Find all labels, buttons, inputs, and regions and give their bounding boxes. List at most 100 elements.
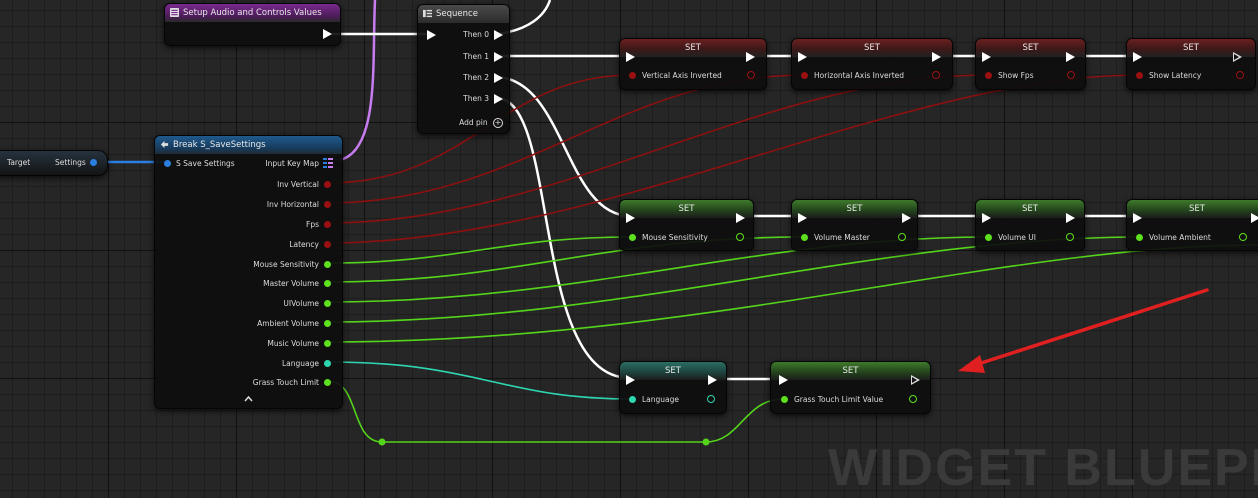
set-mouse-sensitivity-node[interactable]: SET Mouse Sensitivity [619,199,754,251]
music-volume-label: Music Volume [267,339,319,348]
set-exec-in-pin[interactable] [626,375,635,385]
set-bool-out-pin[interactable] [932,71,940,79]
set-language-node[interactable]: SET Language [619,361,727,414]
set-float-in-pin[interactable] [1136,234,1143,241]
set-language-in-pin[interactable] [629,396,636,403]
set-float-out-pin[interactable] [1066,233,1074,241]
set-show-latency-node[interactable]: SET Show Latency [1126,38,1256,90]
set-float-out-pin[interactable] [736,233,744,241]
set-exec-out-pin[interactable] [1066,52,1075,62]
set-exec-in-pin[interactable] [798,213,807,223]
sequence-node[interactable]: Sequence Then 0 Then 1 Then 2 Then 3 Add… [417,4,510,134]
set-exec-in-pin[interactable] [1133,213,1142,223]
set-title: SET [864,43,880,53]
master-volume-pin[interactable] [324,280,331,287]
map-grid-icon[interactable] [323,158,333,168]
set-float-out-pin[interactable] [898,233,906,241]
wire-inv-horizontal [327,74,806,204]
language-label: Language [281,359,319,368]
set-bool-in-pin[interactable] [985,72,992,79]
set-volume-ambient-node[interactable]: SET Volume Ambient [1126,199,1258,251]
add-pin-button[interactable]: Add pin + [459,118,503,128]
sequence-then-2-pin[interactable] [494,73,503,83]
settings-label: Settings [55,158,86,167]
sequence-then-1-pin[interactable] [494,52,503,62]
set-exec-in-pin[interactable] [779,375,788,385]
set-node-header[interactable]: SET [1127,200,1258,218]
sequence-then-0-pin[interactable] [494,30,503,40]
inv-vertical-pin[interactable] [324,181,331,188]
settings-out-pin[interactable] [90,159,97,166]
set-exec-in-pin[interactable] [798,52,807,62]
set-grass-touch-in-pin[interactable] [781,396,788,403]
grass-touch-limit-pin[interactable] [324,379,331,386]
set-bool-in-pin[interactable] [801,72,808,79]
set-exec-out-pin[interactable] [746,52,755,62]
set-node-header[interactable]: SET [1127,39,1255,57]
set-exec-out-pin[interactable] [902,213,911,223]
set-vertical-axis-inverted-node[interactable]: SET Vertical Axis Inverted [619,38,767,90]
set-exec-in-pin[interactable] [626,52,635,62]
set-exec-in-pin[interactable] [982,213,991,223]
set-exec-out-pin[interactable] [708,375,717,385]
latency-label: Latency [289,240,319,249]
set-grass-touch-out-pin[interactable] [909,395,917,403]
inv-horizontal-pin[interactable] [324,201,331,208]
ambient-volume-pin[interactable] [324,320,331,327]
latency-pin[interactable] [324,241,331,248]
set-node-header[interactable]: SET [792,39,952,57]
set-horizontal-axis-inverted-node[interactable]: SET Horizontal Axis Inverted [791,38,953,90]
sequence-exec-in-pin[interactable] [427,30,436,40]
settings-getter-node[interactable]: Target Settings [0,150,108,176]
set-bool-out-pin[interactable] [747,71,755,79]
reroute-node-right [702,438,710,446]
wire-mouse-sensitivity [327,236,633,264]
set-node-header[interactable]: SET [620,362,726,380]
set-show-fps-node[interactable]: SET Show Fps [975,38,1086,90]
add-pin-icon: + [493,118,503,128]
set-float-in-pin[interactable] [801,234,808,241]
set-node-header[interactable]: SET [620,200,753,218]
fps-pin[interactable] [324,221,331,228]
language-pin[interactable] [324,360,331,367]
set-float-out-pin[interactable] [1239,233,1247,241]
setup-audio-node[interactable]: Setup Audio and Controls Values [164,3,341,46]
ui-volume-pin[interactable] [324,300,331,307]
set-float-in-pin[interactable] [985,234,992,241]
set-float-in-pin[interactable] [629,234,636,241]
set-exec-out-pin[interactable] [1251,213,1258,223]
mouse-sensitivity-pin[interactable] [324,261,331,268]
set-exec-out-pin[interactable] [911,375,920,385]
break-node-header[interactable]: Break S_SaveSettings [155,136,342,154]
set-bool-in-pin[interactable] [1136,72,1143,79]
sequence-then-3-pin[interactable] [494,94,503,104]
set-language-out-pin[interactable] [707,395,715,403]
set-volume-ui-node[interactable]: SET Volume UI [975,199,1085,251]
set-bool-out-pin[interactable] [1236,71,1244,79]
set-volume-master-node[interactable]: SET Volume Master [791,199,918,251]
set-title: SET [846,204,863,214]
setup-audio-header[interactable]: Setup Audio and Controls Values [165,4,340,22]
set-exec-in-pin[interactable] [1133,52,1142,62]
set-exec-out-pin[interactable] [736,213,745,223]
set-bool-in-pin[interactable] [629,72,636,79]
sequence-header[interactable]: Sequence [418,5,509,23]
collapse-chevron-icon[interactable] [244,396,253,402]
set-node-header[interactable]: SET [792,200,917,218]
set-exec-in-pin[interactable] [982,52,991,62]
break-save-settings-node[interactable]: Break S_SaveSettings S Save Settings Inp… [154,135,343,409]
music-volume-pin[interactable] [324,340,331,347]
set-exec-in-pin[interactable] [626,213,635,223]
set-var-label: Grass Touch Limit Value [794,395,884,404]
set-node-header[interactable]: SET [620,39,766,57]
setup-exec-out-pin[interactable] [323,29,332,39]
set-node-header[interactable]: SET [976,39,1085,57]
set-bool-out-pin[interactable] [1067,71,1075,79]
set-exec-out-pin[interactable] [932,52,941,62]
set-grass-touch-limit-node[interactable]: SET Grass Touch Limit Value [770,361,931,414]
s-save-settings-in-pin[interactable] [164,160,171,167]
set-exec-out-pin[interactable] [1233,52,1242,62]
set-node-header[interactable]: SET [771,362,930,380]
set-exec-out-pin[interactable] [1066,213,1075,223]
reroute-node-left [378,438,386,446]
